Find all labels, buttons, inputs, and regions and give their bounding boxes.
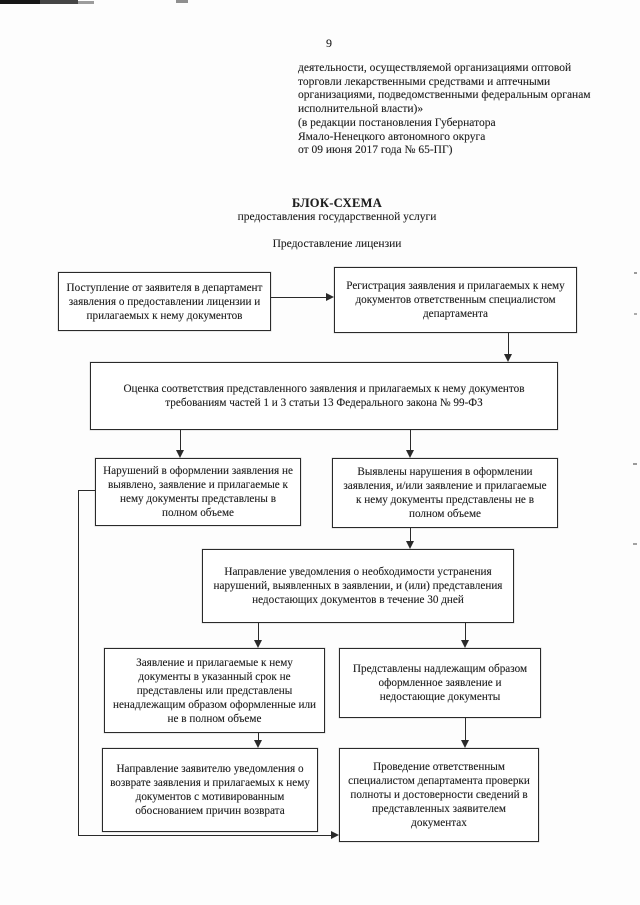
connector-line: [258, 732, 259, 740]
arrowhead-down-icon: [504, 354, 512, 362]
scan-artifact: [78, 1, 94, 4]
scan-artifact: [634, 272, 637, 274]
document-subtitle: предоставления государственной услуги: [237, 211, 437, 223]
connector-line: [508, 333, 509, 354]
scan-artifact: [176, 0, 188, 3]
flow-box-not-submitted-in-time: Заявление и прилагаемые к нему документы…: [104, 648, 325, 733]
connector-line: [410, 430, 411, 450]
document-title: БЛОК-СХЕМА: [291, 196, 383, 210]
connector-line: [78, 490, 95, 491]
connector-line: [465, 718, 466, 740]
flow-box-notice-to-fix: Направление уведомления о необходимости …: [202, 549, 514, 623]
scan-artifact: [0, 0, 40, 4]
intro-line: (в редакции постановления Губернатора: [298, 116, 496, 129]
scan-artifact: [40, 0, 78, 4]
flow-box-violations-found: Выявлены нарушения в оформлении заявлени…: [332, 458, 558, 528]
scan-artifact: [634, 313, 637, 315]
flow-box-properly-submitted: Представлены надлежащим образом оформлен…: [339, 648, 541, 718]
arrowhead-down-icon: [176, 450, 184, 458]
intro-line: исполнительной власти)»: [298, 103, 424, 116]
intro-line: от 09 июня 2017 года № 65-ПГ): [298, 144, 453, 157]
flow-box-no-violations: Нарушений в оформлении заявления не выяв…: [95, 458, 301, 526]
intro-paragraph: деятельности, осуществляемой организация…: [298, 62, 632, 158]
arrowhead-right-icon: [331, 831, 339, 839]
intro-line: организациями, подведомственными федерал…: [298, 89, 591, 102]
arrowhead-down-icon: [406, 450, 414, 458]
arrowhead-down-icon: [254, 640, 262, 648]
arrowhead-down-icon: [254, 740, 262, 748]
connector-line: [410, 528, 411, 541]
connector-line: [258, 623, 259, 640]
arrowhead-right-icon: [326, 293, 334, 301]
scan-artifact: [633, 463, 637, 465]
intro-line: деятельности, осуществляемой организация…: [298, 62, 572, 74]
arrowhead-down-icon: [461, 640, 469, 648]
connector-line: [271, 297, 327, 298]
connector-line: [78, 490, 79, 836]
page-number: 9: [326, 36, 332, 50]
flow-box-application-received: Поступление от заявителя в департамент з…: [58, 272, 271, 331]
scan-artifact: [633, 543, 637, 545]
flow-box-verification: Проведение ответственным специалистом де…: [339, 748, 539, 842]
flow-box-assessment: Оценка соответствия представленного заяв…: [90, 362, 558, 430]
intro-line: торговли лекарственными средствами и апт…: [298, 75, 551, 88]
connector-line: [465, 623, 466, 640]
arrowhead-down-icon: [461, 740, 469, 748]
arrowhead-down-icon: [406, 541, 414, 549]
connector-line: [180, 430, 181, 450]
intro-line: Ямало-Ненецкого автономного округа: [298, 130, 486, 143]
flow-box-return-notice: Направление заявителю уведомления о возв…: [102, 748, 318, 832]
flow-box-registration: Регистрация заявления и прилагаемых к не…: [334, 267, 577, 333]
section-title: Предоставление лицензии: [272, 238, 402, 250]
connector-line: [78, 835, 331, 836]
